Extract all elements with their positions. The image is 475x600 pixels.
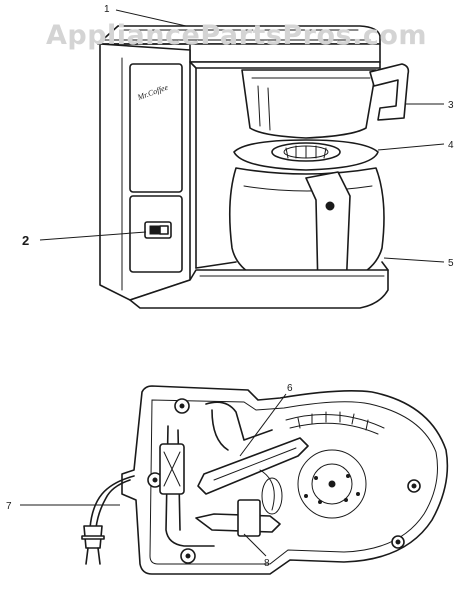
tower-panel	[129, 63, 183, 193]
filter-basket	[241, 69, 377, 139]
watermark-text: AppliancePartsPros.com	[46, 20, 427, 51]
base-warming-plate	[129, 269, 389, 309]
heating-tube	[197, 437, 309, 495]
power-cord	[89, 475, 135, 529]
callout-1: 1	[104, 4, 110, 15]
callout-5: 5	[448, 258, 454, 269]
base-underside-assembly	[81, 385, 449, 575]
leader-lines	[20, 9, 445, 557]
callout-3: 3	[448, 100, 454, 111]
callout-4: 4	[448, 140, 454, 151]
base-plate-outline	[121, 385, 449, 575]
callout-2: 2	[22, 233, 29, 248]
callout-6: 6	[287, 383, 293, 394]
callout-7: 7	[6, 501, 12, 512]
callout-8: 8	[264, 558, 270, 569]
coffee-maker-assembly: Mr.Coffee	[97, 25, 410, 309]
callout-labels: 1 2 3 4 5 6 7 8	[6, 4, 454, 569]
